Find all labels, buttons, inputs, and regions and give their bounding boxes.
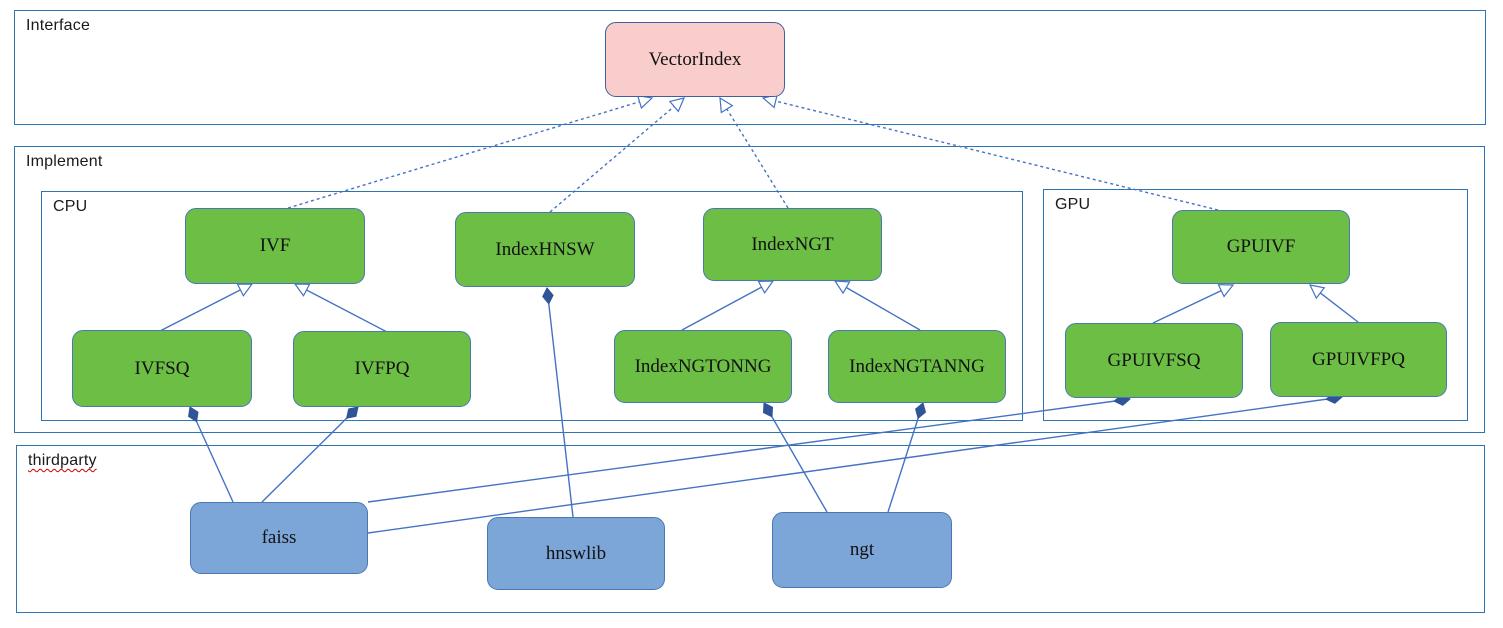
node-label: IVF xyxy=(259,235,291,256)
node-gpuivfsq[interactable]: GPUIVFSQ xyxy=(1065,323,1243,398)
node-faiss[interactable]: faiss xyxy=(190,502,368,574)
section-label-implement: Implement xyxy=(26,153,103,170)
node-label: faiss xyxy=(261,527,297,548)
node-hnswlib[interactable]: hnswlib xyxy=(487,517,665,590)
node-label: IndexNGT xyxy=(751,233,834,255)
node-indexngtonng[interactable]: IndexNGTONNG xyxy=(614,330,792,403)
node-label: IndexNGTONNG xyxy=(634,355,772,377)
node-ivf[interactable]: IVF xyxy=(185,208,365,284)
section-label-cpu: CPU xyxy=(53,198,88,215)
node-gpuivf[interactable]: GPUIVF xyxy=(1172,210,1350,284)
node-label: GPUIVFSQ xyxy=(1107,349,1201,371)
node-label: IVFPQ xyxy=(354,358,410,379)
node-label: IndexHNSW xyxy=(495,238,595,260)
node-gpuivfpq[interactable]: GPUIVFPQ xyxy=(1270,322,1447,397)
node-label: ngt xyxy=(849,539,875,560)
node-ngt[interactable]: ngt xyxy=(772,512,952,588)
node-vectorindex[interactable]: VectorIndex xyxy=(605,22,785,97)
section-label-gpu: GPU xyxy=(1055,196,1091,213)
node-label: GPUIVF xyxy=(1226,236,1296,257)
section-label-interface: Interface xyxy=(26,17,91,34)
node-ivfsq[interactable]: IVFSQ xyxy=(72,330,252,407)
node-label: VectorIndex xyxy=(648,48,742,70)
node-label: hnswlib xyxy=(545,542,607,564)
node-label: IndexNGTANNG xyxy=(849,355,985,377)
node-ivfpq[interactable]: IVFPQ xyxy=(293,331,471,407)
node-indexngtanng[interactable]: IndexNGTANNG xyxy=(828,330,1006,403)
node-label: GPUIVFPQ xyxy=(1312,348,1405,370)
node-indexhnsw[interactable]: IndexHNSW xyxy=(455,212,635,287)
node-indexngt[interactable]: IndexNGT xyxy=(703,208,882,281)
section-label-thirdparty: thirdparty xyxy=(28,452,97,469)
node-label: IVFSQ xyxy=(134,357,190,379)
